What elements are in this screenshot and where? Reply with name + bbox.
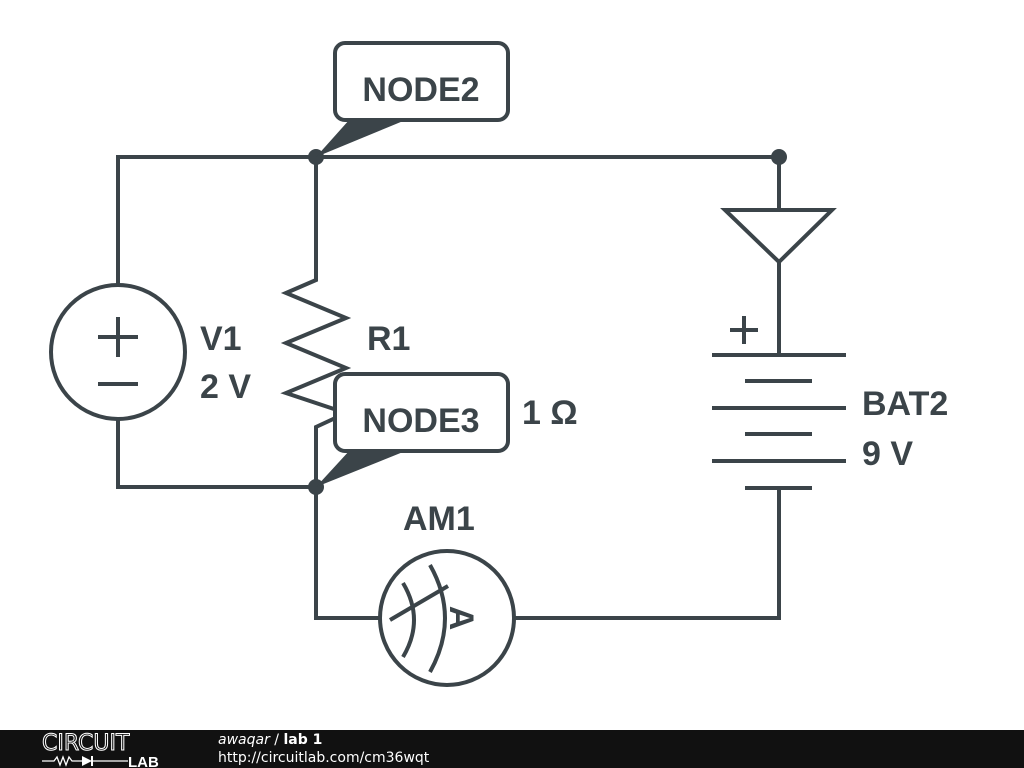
logo-top-text: CIRCUIT: [42, 731, 130, 756]
bat2-name: BAT2: [862, 385, 948, 423]
diode-logo-icon: [82, 756, 92, 766]
wire-top[interactable]: [116, 155, 781, 285]
footer-bar: CIRCUIT LAB awaqar / lab 1 http://circui…: [0, 730, 1024, 768]
junction-right[interactable]: [771, 149, 787, 165]
project-title: awaqar / lab 1: [218, 732, 322, 749]
wire-right[interactable]: [514, 488, 781, 620]
node2-label[interactable]: NODE2: [316, 41, 510, 157]
user-link[interactable]: awaqar: [218, 732, 270, 748]
wire-ammeter[interactable]: [314, 487, 380, 620]
project-url[interactable]: http://circuitlab.com/cm36wqt: [218, 750, 430, 766]
diode[interactable]: [720, 208, 837, 355]
logo-bottom-text: LAB: [128, 754, 159, 768]
project-name[interactable]: lab 1: [283, 732, 323, 748]
node2-text: NODE2: [362, 71, 479, 109]
v1-value: 2 V: [200, 368, 251, 406]
am1-name: AM1: [403, 500, 475, 538]
v1-name: V1: [200, 320, 242, 358]
voltage-source-v1[interactable]: [49, 283, 187, 421]
battery-bat2[interactable]: [712, 316, 846, 490]
bat2-value: 9 V: [862, 435, 913, 473]
node3-text: NODE3: [362, 402, 479, 440]
resistor-logo-icon: [42, 755, 82, 767]
r1-name: R1: [367, 320, 410, 358]
wire-v1-bottom[interactable]: [116, 420, 316, 489]
ammeter-am1[interactable]: A: [378, 549, 516, 687]
resistor-r1[interactable]: [280, 157, 352, 487]
circuitlab-logo[interactable]: CIRCUIT LAB: [40, 730, 175, 768]
schematic: V1 2 V R1 BAT2 9 V A AM1 NODE2 NODE3 1 Ω: [49, 41, 948, 687]
separator: /: [269, 732, 284, 748]
r1-value: 1 Ω: [522, 394, 578, 432]
node3-label[interactable]: NODE3: [316, 372, 510, 487]
ammeter-symbol: A: [442, 606, 480, 631]
